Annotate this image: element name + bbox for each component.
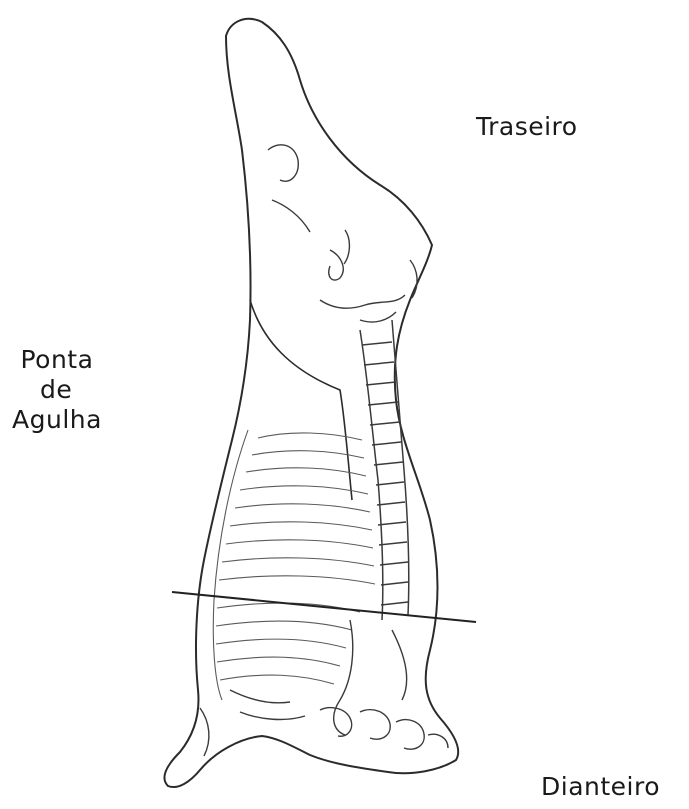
carcass-outline (164, 19, 458, 787)
label-dianteiro: Dianteiro (541, 772, 660, 802)
label-ponta-de-agulha: Ponta de Agulha (12, 345, 102, 435)
label-ponta-line1: Ponta (12, 345, 102, 375)
label-ponta-line2: de (12, 375, 102, 405)
label-traseiro: Traseiro (476, 112, 578, 142)
label-ponta-line3: Agulha (12, 405, 102, 435)
